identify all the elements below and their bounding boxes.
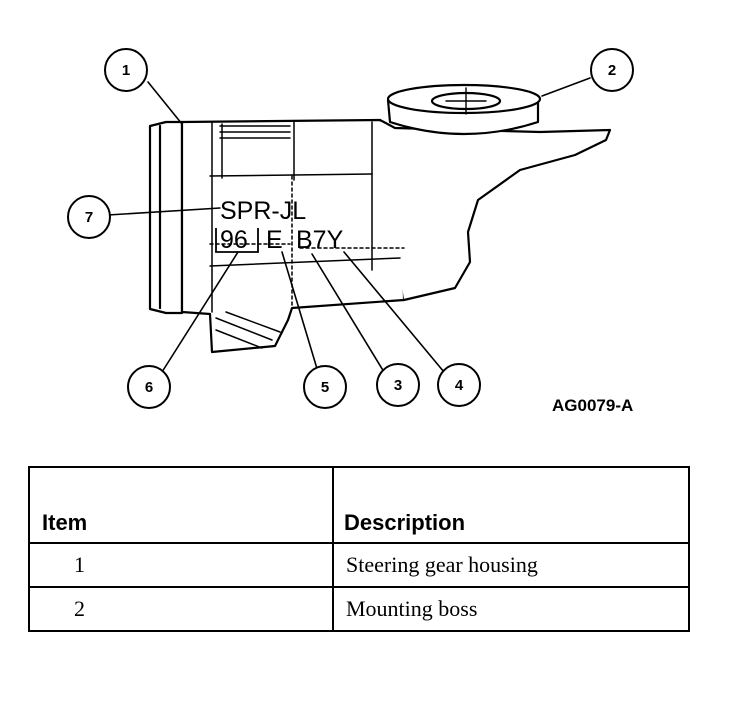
callout-7: 7 — [67, 195, 111, 239]
header-item: Item — [28, 466, 334, 544]
stamp-code-suffix: B7Y — [296, 226, 344, 254]
housing-stamp: SPR-JL 96 E B7Y — [215, 197, 344, 254]
svg-text:2: 2 — [608, 62, 616, 79]
svg-text:3: 3 — [394, 377, 402, 394]
leader-lines — [107, 77, 591, 373]
callout-4: 4 — [437, 363, 481, 407]
housing-end-cap — [148, 120, 184, 315]
callout-1: 1 — [104, 48, 148, 92]
table-header-row: Item Description — [28, 466, 690, 544]
mounting-boss — [386, 83, 542, 136]
row-2-description: Mounting boss — [332, 586, 690, 632]
callout-5: 5 — [303, 365, 347, 409]
callout-6: 6 — [127, 365, 171, 409]
callouts: 1 2 7 6 5 3 4 — [67, 48, 634, 409]
row-1-item: 1 — [28, 542, 334, 588]
stamp-code-year: 96 — [220, 226, 248, 254]
svg-text:1: 1 — [122, 62, 130, 79]
stamp-code-letter: E — [266, 226, 283, 254]
svg-text:6: 6 — [145, 379, 153, 396]
steering-gear-diagram: SPR-JL 96 E B7Y 1 2 7 6 5 3 — [67, 48, 634, 415]
callout-3: 3 — [376, 363, 420, 407]
callout-2: 2 — [590, 48, 634, 92]
row-2-item: 2 — [28, 586, 334, 632]
figure-id-label: AG0079-A — [552, 396, 633, 415]
svg-text:5: 5 — [321, 379, 329, 396]
header-description: Description — [332, 466, 690, 544]
legend-table: Item Description 1 Steering gear housing… — [28, 466, 690, 632]
row-1-description: Steering gear housing — [332, 542, 690, 588]
table-row: 1 Steering gear housing — [28, 542, 690, 588]
svg-text:7: 7 — [85, 209, 93, 226]
table-row: 2 Mounting boss — [28, 586, 690, 632]
stamp-line1: SPR-JL — [220, 197, 306, 225]
svg-text:4: 4 — [455, 377, 464, 394]
mounting-bracket — [378, 118, 612, 302]
